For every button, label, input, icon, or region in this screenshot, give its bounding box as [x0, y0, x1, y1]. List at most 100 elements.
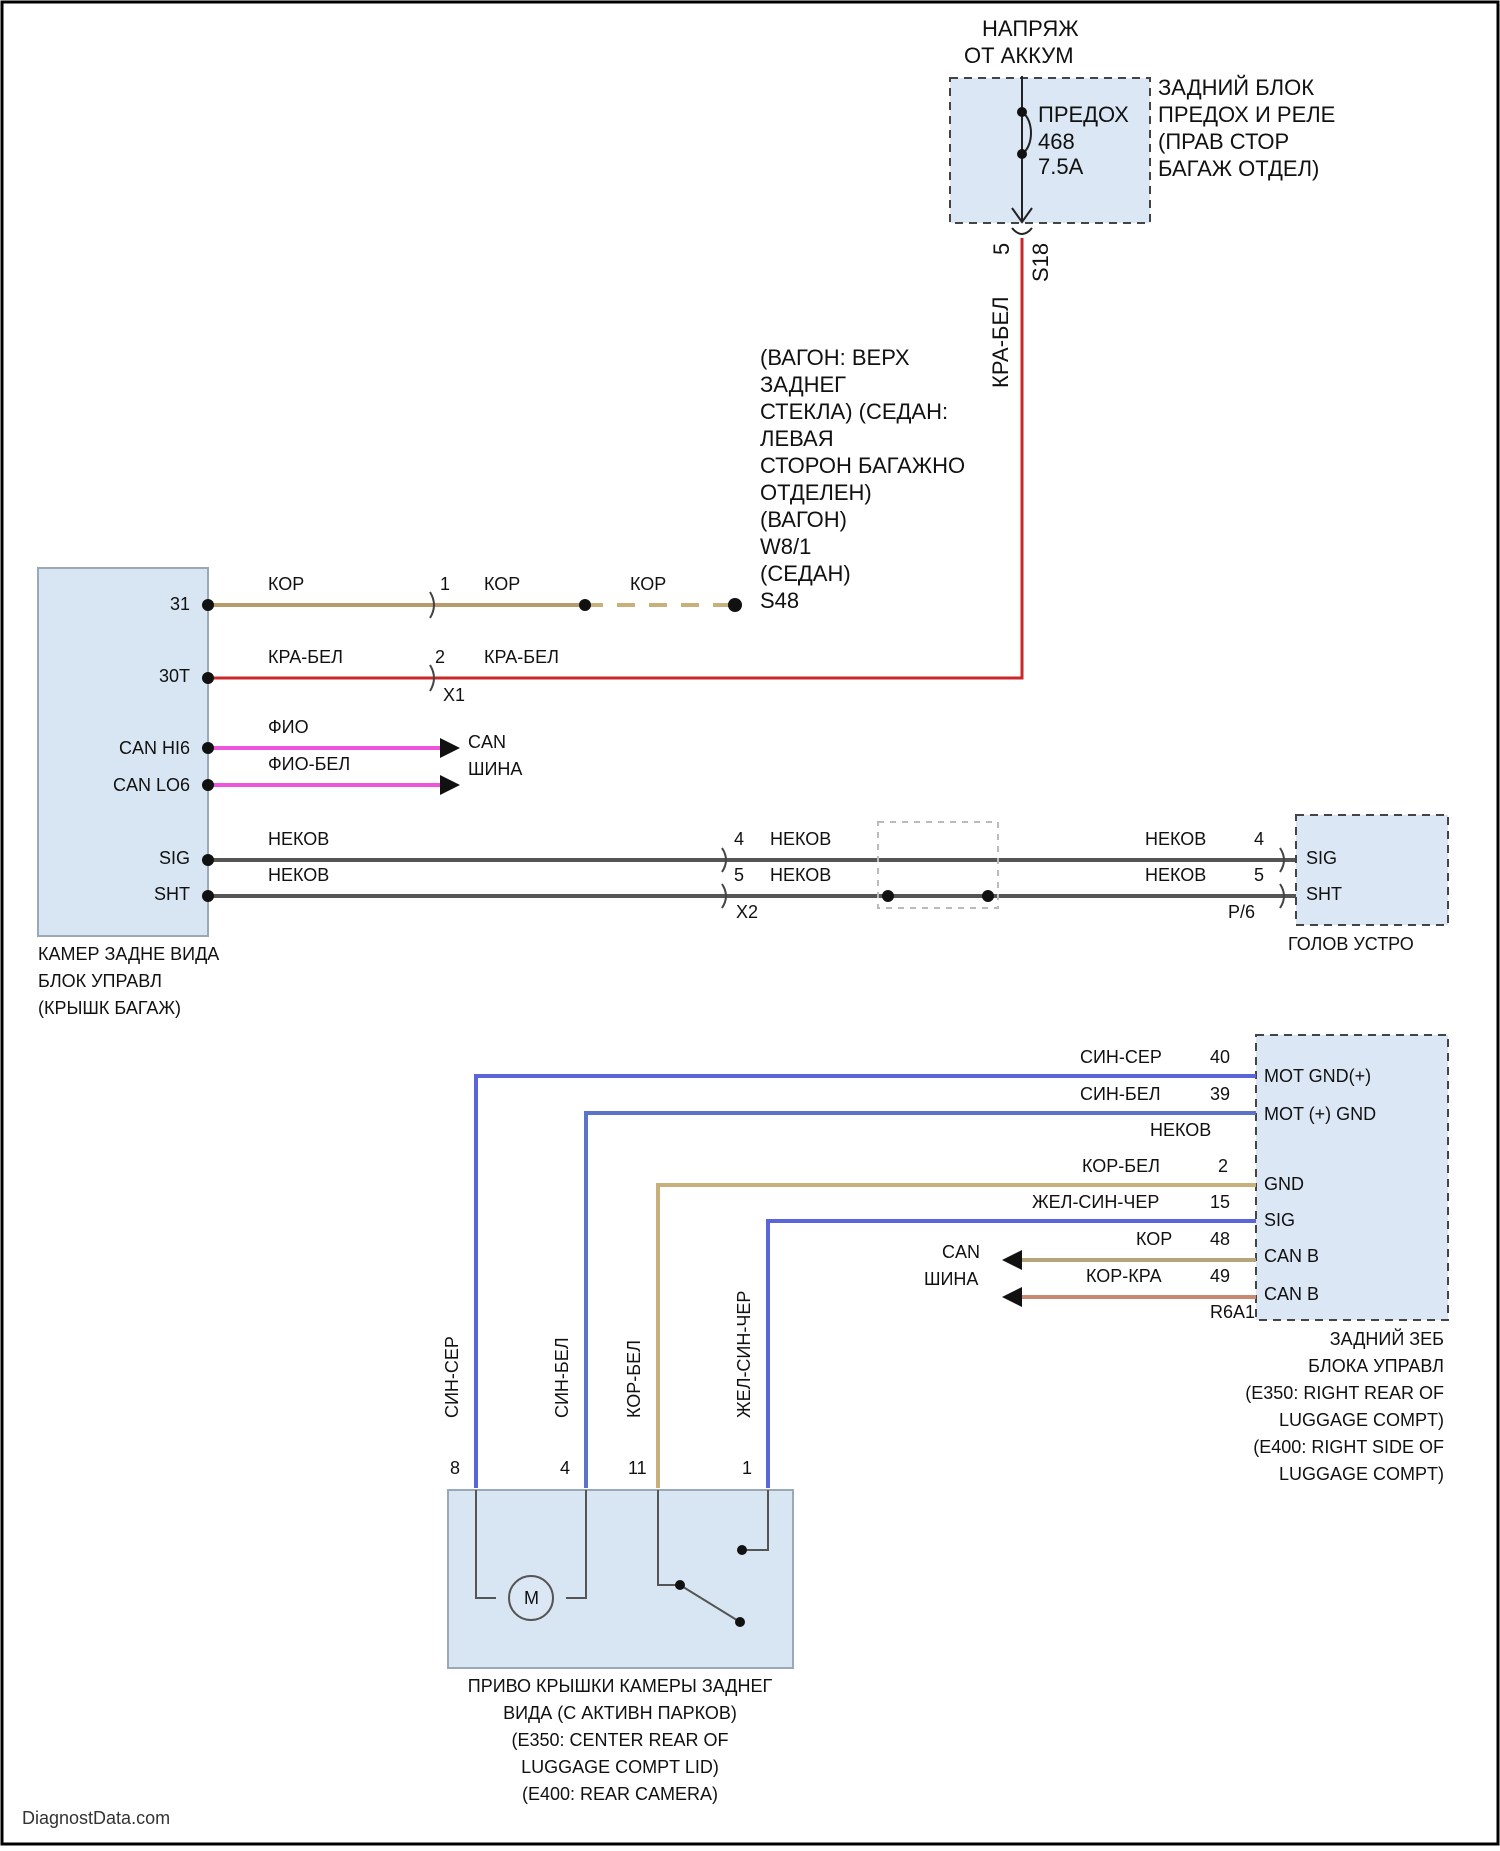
note-line-6: ОТДЕЛЕН)	[760, 480, 872, 505]
actuator-pin-2: 4	[560, 1458, 570, 1478]
camera-pin-31: 31	[170, 594, 190, 614]
switch-pivot-icon	[735, 1617, 745, 1627]
rear-ecu-wire-7: КОР-КРА	[1086, 1266, 1162, 1286]
fuse-label-1: ПРЕДОХ	[1038, 102, 1129, 127]
note-line-2: ЗАДНЕГ	[760, 372, 846, 397]
wire-brown-pin: 1	[440, 574, 450, 594]
wire-shield-pin-right: 5	[1254, 865, 1264, 885]
camera-pin-can-hi: CAN HI6	[119, 738, 190, 758]
wire-can-lo-label: ФИО-БЕЛ	[268, 754, 350, 774]
fuse-pin-5: 5	[989, 243, 1014, 255]
fuse-dot-top	[1017, 107, 1027, 117]
actuator-wire-2: СИН-БЕЛ	[552, 1337, 572, 1418]
head-unit-pin-sig: SIG	[1306, 848, 1337, 868]
actuator-wire-1: СИН-СЕР	[442, 1336, 462, 1418]
camera-pin-sig-dot	[202, 854, 214, 866]
supply-label-1: НАПРЯЖ	[982, 16, 1079, 41]
wire-brown-label-1: КОР	[268, 574, 304, 594]
actuator-wire-4: ЖЕЛ-СИН-ЧЕР	[734, 1291, 754, 1418]
actuator-name-4: LUGGAGE COMPT LID)	[521, 1757, 719, 1777]
wire-signal-label-3: НЕКОВ	[1145, 829, 1206, 849]
camera-pin-can-lo-dot	[202, 779, 214, 791]
actuator-pin-1: 8	[450, 1458, 460, 1478]
rear-ecu-pin-num-2: 39	[1210, 1084, 1230, 1104]
camera-pin-can-lo: CAN LO6	[113, 775, 190, 795]
note-line-8: W8/1	[760, 534, 811, 559]
actuator-name-5: (E400: REAR CAMERA)	[522, 1784, 718, 1804]
wire-signal-label-1: НЕКОВ	[268, 829, 329, 849]
note-line-5: СТОРОН БАГАЖНО	[760, 453, 965, 478]
camera-module-name-3: (КРЫШК БАГАЖ)	[38, 998, 181, 1018]
camera-pin-30t: 30T	[159, 666, 190, 686]
supply-label-2: ОТ АККУМ	[964, 43, 1074, 68]
actuator-name-1: ПРИВО КРЫШКИ КАМЕРЫ ЗАДНЕГ	[468, 1676, 773, 1696]
wire-can-hi-label: ФИО	[268, 717, 309, 737]
connector-p6: P/6	[1228, 902, 1255, 922]
rear-ecu-name-4: LUGGAGE COMPT)	[1279, 1410, 1444, 1430]
camera-module-name-1: КАМЕР ЗАДНЕ ВИДА	[38, 944, 219, 964]
head-unit-name: ГОЛОВ УСТРО	[1288, 934, 1414, 954]
splice-dot-brown	[579, 599, 591, 611]
can-bus-label-2: ШИНА	[468, 759, 522, 779]
note-line-7: (ВАГОН)	[760, 507, 847, 532]
head-unit-box	[1296, 815, 1448, 925]
rear-ecu-wire-6: КОР	[1136, 1229, 1172, 1249]
note-line-10: S48	[760, 588, 799, 613]
rear-ecu-pin-5: CAN B	[1264, 1246, 1319, 1266]
watermark: DiagnostData.com	[22, 1808, 170, 1828]
wire-shield-label-3: НЕКОВ	[1145, 865, 1206, 885]
shield-splice-dot-1	[882, 890, 894, 902]
rear-ecu-pin-num-3: 2	[1218, 1156, 1228, 1176]
can-bus-label-1: CAN	[468, 732, 506, 752]
note-line-1: (ВАГОН: ВЕРХ	[760, 345, 910, 370]
camera-pin-31-dot	[202, 599, 214, 611]
wire-brown-label-2: КОР	[484, 574, 520, 594]
head-unit-pin-sht: SHT	[1306, 884, 1342, 904]
fuse-label-2: 468	[1038, 129, 1075, 154]
wire-red-pin: 2	[435, 647, 445, 667]
actuator-name-3: (E350: CENTER REAR OF	[511, 1730, 728, 1750]
camera-pin-can-hi-dot	[202, 742, 214, 754]
wire-red-label-1: КРА-БЕЛ	[268, 647, 343, 667]
rear-ecu-name-1: ЗАДНИЙ ЗЕБ	[1330, 1328, 1444, 1349]
rear-can-label-2: ШИНА	[924, 1269, 978, 1289]
actuator-pin-3: 11	[628, 1458, 647, 1478]
rear-ecu-wire-2: СИН-БЕЛ	[1080, 1084, 1161, 1104]
rear-ecu-pin-num-4: 15	[1210, 1192, 1230, 1212]
rear-ecu-name-3: (E350: RIGHT REAR OF	[1245, 1383, 1444, 1403]
camera-pin-sig: SIG	[159, 848, 190, 868]
fuse-dot-bottom	[1017, 149, 1027, 159]
rear-ecu-pin-4: SIG	[1264, 1210, 1295, 1230]
rear-ecu-name-6: LUGGAGE COMPT)	[1279, 1464, 1444, 1484]
fuse-label-3: 7.5A	[1038, 154, 1084, 179]
actuator-box	[448, 1490, 793, 1668]
fuse-box-title-4: БАГАЖ ОТДЕЛ)	[1158, 156, 1319, 181]
wire-shield-label-2: НЕКОВ	[770, 865, 831, 885]
camera-pin-sht: SHT	[154, 884, 190, 904]
note-line-9: (СЕДАН)	[760, 561, 851, 586]
camera-pin-sht-dot	[202, 890, 214, 902]
rear-ecu-wire-4: КОР-БЕЛ	[1082, 1156, 1160, 1176]
wire-signal-pin-right: 4	[1254, 829, 1264, 849]
connector-s18: S18	[1028, 243, 1053, 282]
wire-signal-label-2: НЕКОВ	[770, 829, 831, 849]
rear-ecu-pin-num-6: 49	[1210, 1266, 1230, 1286]
wire-brown-label-3: КОР	[630, 574, 666, 594]
rear-ecu-pin-1: MOT GND(+)	[1264, 1066, 1371, 1086]
rear-can-label-1: CAN	[942, 1242, 980, 1262]
ground-point-icon	[728, 598, 742, 612]
motor-label: M	[524, 1588, 539, 1608]
actuator-wire-3: КОР-БЕЛ	[624, 1340, 644, 1418]
rear-ecu-pin-3: GND	[1264, 1174, 1304, 1194]
wire-signal-pin: 4	[734, 829, 744, 849]
rear-ecu-pin-num-1: 40	[1210, 1047, 1230, 1067]
switch-dot-icon	[675, 1580, 685, 1590]
camera-pin-30t-dot	[202, 672, 214, 684]
rear-ecu-name-5: (E400: RIGHT SIDE OF	[1253, 1437, 1444, 1457]
rear-ecu-wire-1: СИН-СЕР	[1080, 1047, 1162, 1067]
rear-ecu-pin-6: CAN B	[1264, 1284, 1319, 1304]
connector-x1: X1	[443, 685, 465, 705]
rear-ecu-connector: R6A1	[1210, 1302, 1255, 1322]
rear-ecu-pin-num-5: 48	[1210, 1229, 1230, 1249]
